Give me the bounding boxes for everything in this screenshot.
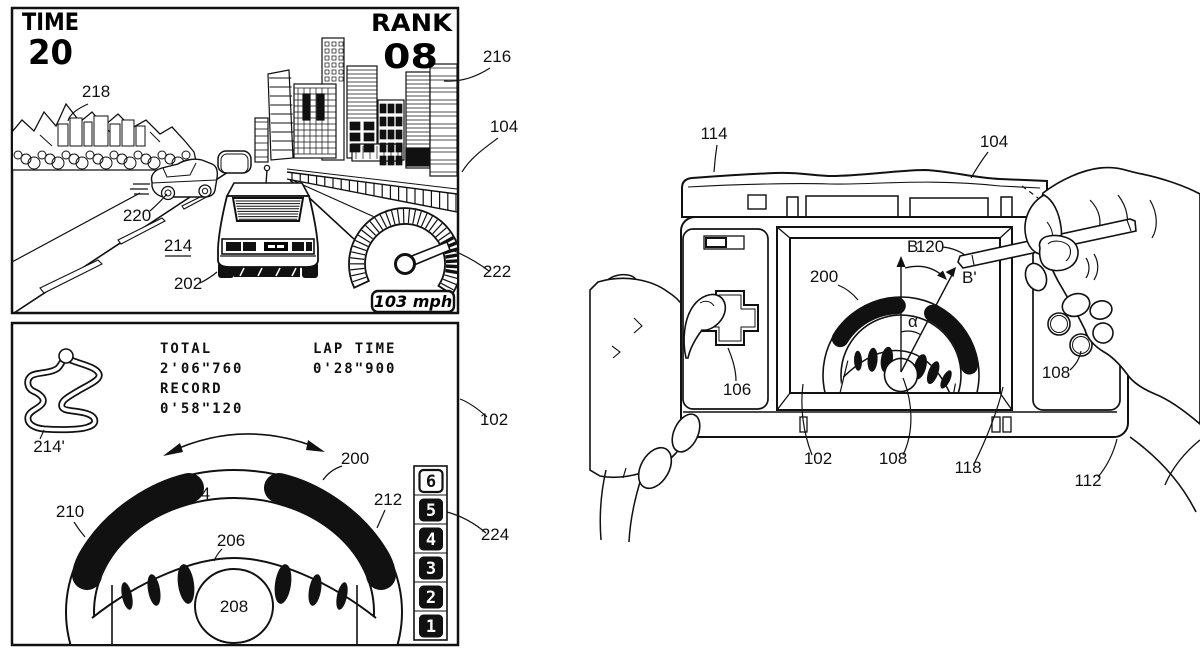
left-hand-front [599,293,727,543]
left-finger [671,413,701,453]
ref-204: 204 [182,484,210,503]
lane-dash [39,259,103,294]
rival-car [130,158,219,201]
action-button[interactable] [1069,333,1093,357]
guardrail [286,168,457,213]
port-slot [1002,416,1012,433]
ref-202: 202 [174,274,202,293]
speed-value: 103 mph [374,292,452,311]
lid-led-window [747,194,767,210]
lane-dash [117,217,166,245]
left-hand [589,273,691,479]
record-value: 0'58"120 [160,401,243,417]
distant-city [57,115,146,147]
ref-214: 214 [164,236,192,255]
ref-118: 118 [954,458,981,477]
gear-5: 5 [426,501,436,521]
ref-208: 208 [220,597,248,616]
gear-3: 3 [426,559,436,579]
arrow-b-head [896,256,906,267]
building-windows [255,41,457,173]
screen-steering-wheel [822,296,980,392]
speed-box [370,289,456,312]
arrow-b-prime-head [945,267,956,277]
ref-222: 222 [483,262,511,281]
touch-screen-scene: 208 TOTAL 2'06"760 RECORD 0'58"120 LAP T… [24,341,448,644]
total-value: 2'06"760 [160,361,243,377]
lap-time-label: LAP TIME [313,341,396,357]
trees [13,150,191,170]
ref-218: 218 [82,82,110,101]
direction-annotation [896,256,956,373]
gear-1: 1 [426,617,436,637]
wheel-grip-left [72,473,204,590]
ref-102: 102 [480,410,508,429]
ref-120: 120 [916,237,944,256]
ref-102-right: 102 [804,449,832,468]
tunnel-structure [217,150,252,174]
ref-104: 104 [490,117,518,136]
action-button[interactable] [1047,312,1071,336]
race-stats: TOTAL 2'06"760 RECORD 0'58"120 LAP TIME … [160,341,396,417]
wheel-hub [194,568,274,644]
rank-label: RANK [371,9,453,37]
rank-value: 08 [383,37,438,77]
time-label: TIME [22,8,79,36]
ref-114: 114 [700,124,727,143]
record-label: RECORD [160,381,223,397]
license-plate [264,242,288,251]
annotation-b: B [907,237,918,256]
lap-time-value: 0'28"900 [313,361,396,377]
handheld-device-figure: B B' α 120 200 [589,124,1200,543]
gear-indicator: 6 5 4 3 2 1 [413,465,448,641]
thumb [1038,234,1079,272]
game-screens: 103 mph TIME 20 RANK 08 218 220 214 202 … [10,6,518,647]
ref-108-touch: 108 [879,449,907,468]
ref-212: 212 [374,490,402,509]
gear-4: 4 [426,530,436,550]
race-scene: 103 mph [13,37,457,312]
ref-200-right: 200 [810,267,838,286]
wheel-grip-right [264,473,396,590]
left-finger [637,446,673,490]
ref-206: 206 [217,531,245,550]
ref-112: 112 [1074,471,1101,490]
gear-6: 6 [426,472,436,492]
left-thumb [683,293,727,359]
annotation-b-prime: B' [962,268,977,287]
track-map [24,348,103,440]
ref-224: 224 [481,525,509,544]
ring-fingertip [1061,292,1091,318]
middle-fingertip [1024,262,1048,292]
steering-rotation-arrow [163,433,325,456]
pinky-fingertip [1089,300,1113,320]
right-hand [957,166,1200,513]
gear-2: 2 [426,588,436,608]
total-label: TOTAL [160,341,212,357]
ref-200: 200 [341,449,369,468]
ref-214-prime: 214' [33,437,65,456]
ref-216: 216 [483,47,511,66]
annotation-alpha: α [908,312,918,331]
ref-108-buttons: 108 [1042,363,1070,382]
ref-104-right: 104 [980,132,1008,151]
pinky-curl [1092,322,1114,344]
ref-220: 220 [123,206,151,225]
screen-content [822,256,980,392]
ref-106: 106 [723,380,751,399]
time-value: 20 [28,33,73,73]
ref-210: 210 [56,502,84,521]
steering-wheel: 208 [65,469,403,644]
speedometer: 103 mph [348,207,457,312]
player-car [217,164,319,278]
speedo-hub [394,253,416,275]
